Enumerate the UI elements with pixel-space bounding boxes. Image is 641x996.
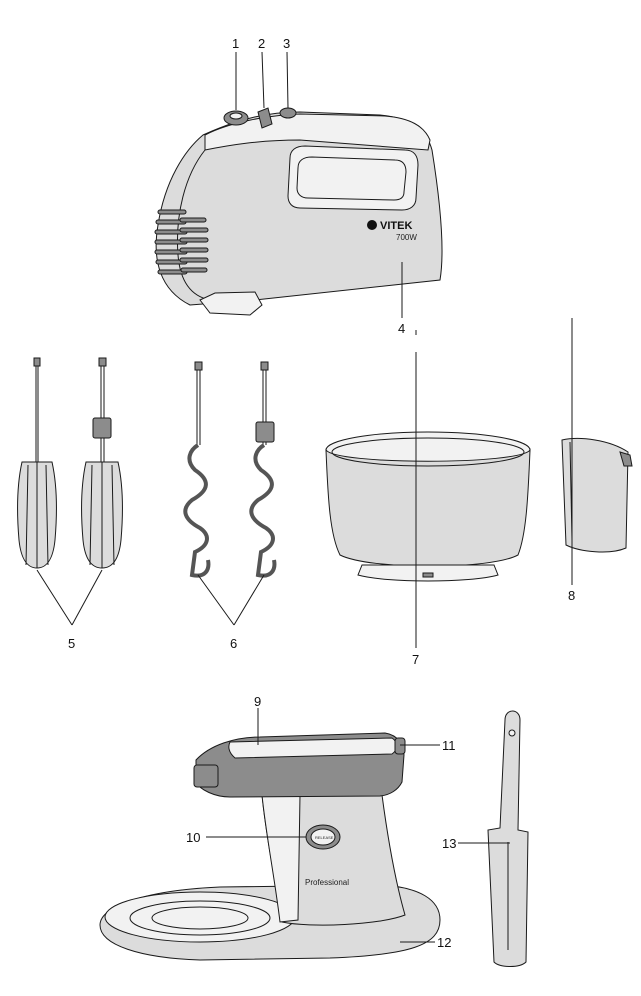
callout-12: 12 (437, 935, 451, 950)
dough-hooks (183, 361, 277, 578)
callout-7: 7 (412, 652, 419, 667)
release-label: RELEASE (315, 835, 334, 840)
hand-mixer: VITEK 700W (154, 107, 443, 316)
mixing-bowl (325, 431, 531, 582)
power-label: 700W (396, 233, 417, 242)
callout-8: 8 (568, 588, 575, 603)
callout-13: 13 (442, 836, 456, 851)
professional-label: Professional (305, 878, 349, 887)
stand: RELEASE Professional (99, 732, 441, 961)
callout-4: 4 (398, 321, 405, 336)
vitek-logo: VITEK 700W (367, 220, 417, 242)
callout-10: 10 (186, 830, 200, 845)
callout-5: 5 (68, 636, 75, 651)
callout-11: 11 (442, 738, 456, 753)
callout-3: 3 (283, 36, 290, 51)
callout-2: 2 (258, 36, 265, 51)
callout-9: 9 (254, 694, 261, 709)
spatula (487, 710, 529, 967)
beaters (17, 357, 123, 569)
air-vents (154, 209, 209, 275)
brand-label: VITEK (380, 220, 412, 232)
eject-button (279, 107, 297, 119)
callout-6: 6 (230, 636, 237, 651)
speed-switch (257, 107, 273, 129)
callout-1: 1 (232, 36, 239, 51)
